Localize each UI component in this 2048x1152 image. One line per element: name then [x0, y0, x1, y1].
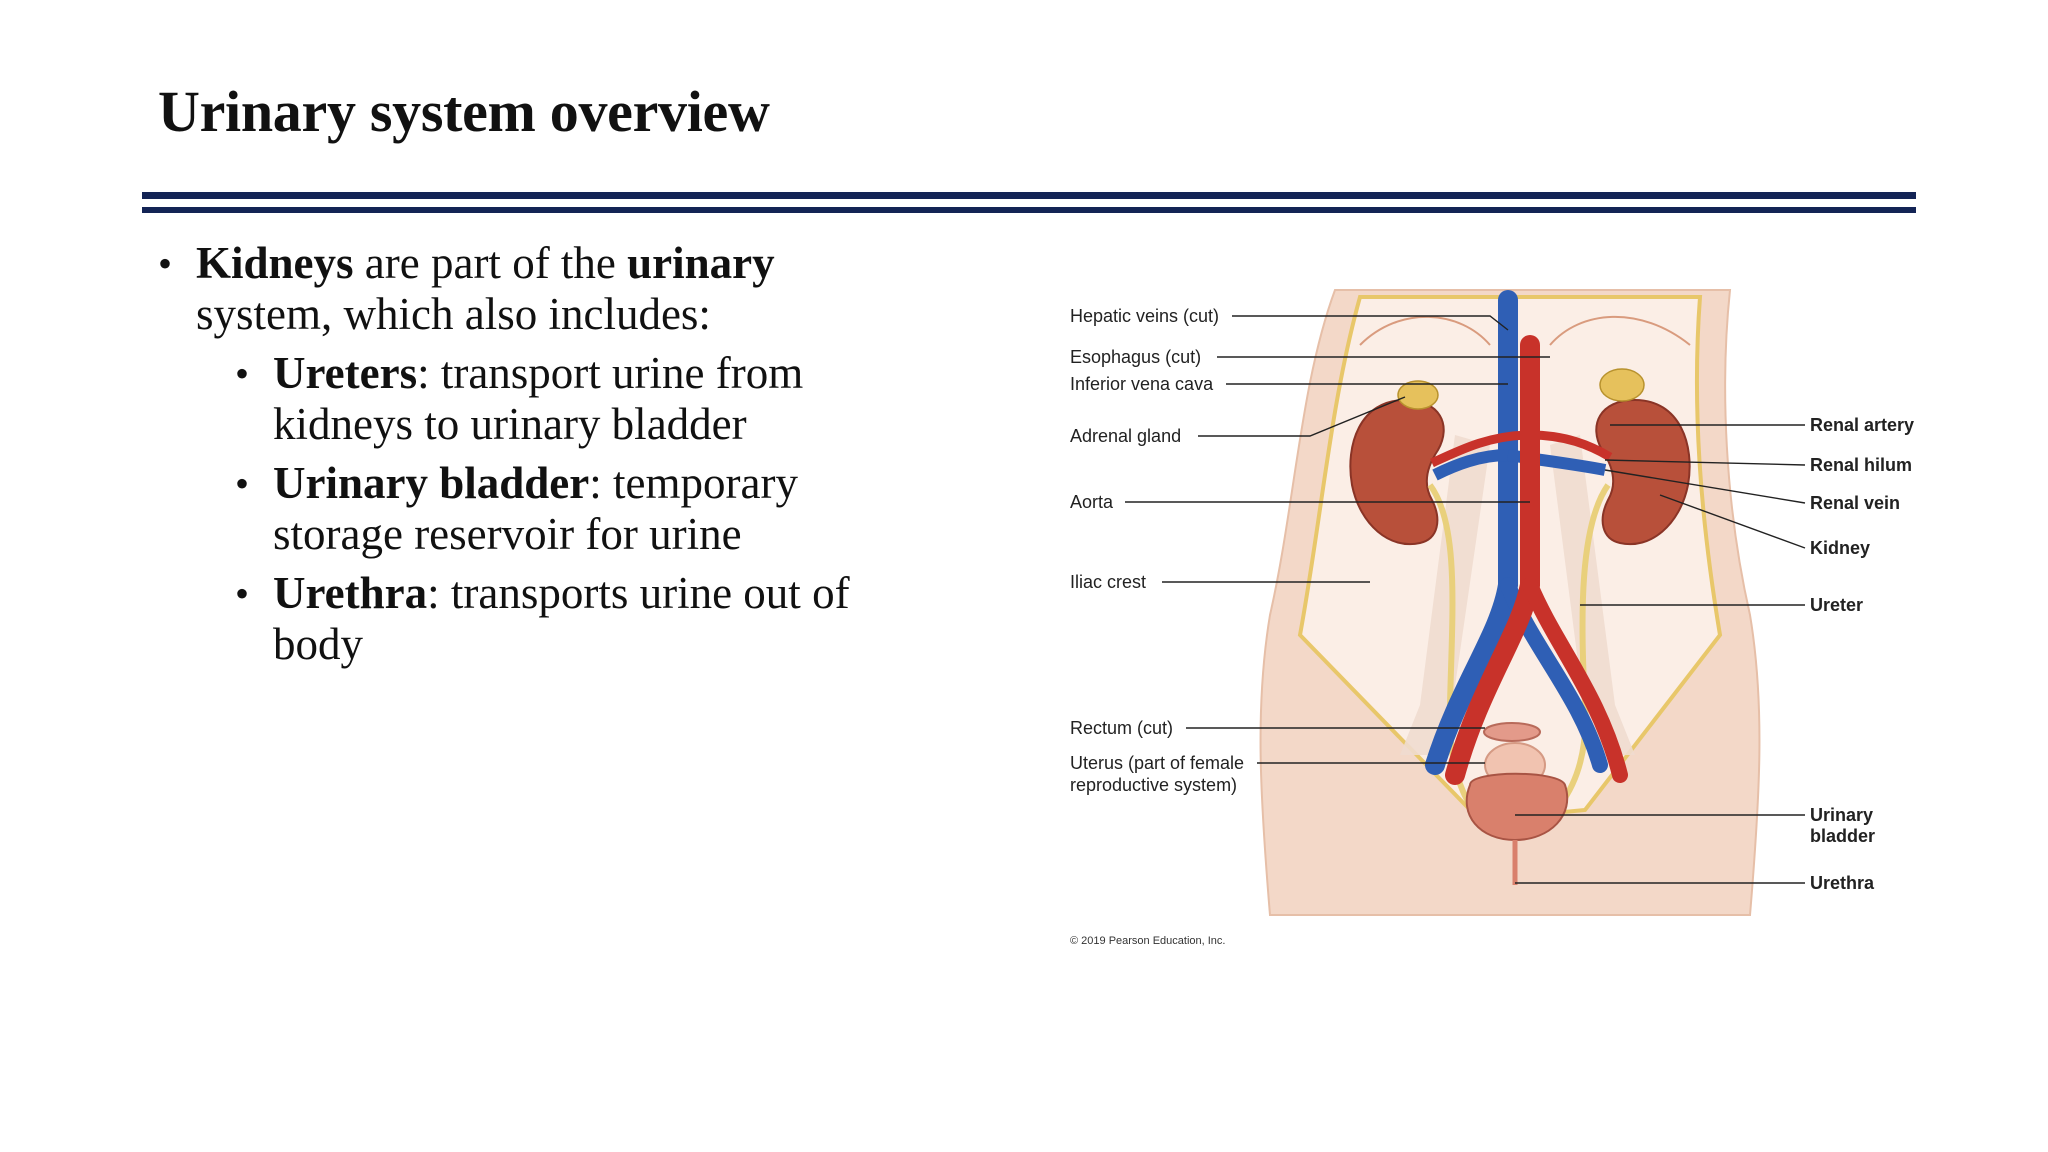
label-adrenal-gland: Adrenal gland	[1070, 426, 1181, 446]
label-inferior-vena-cava: Inferior vena cava	[1070, 374, 1214, 394]
sub-bullet-term: Urethra	[273, 568, 428, 618]
urinary-system-illustration: Hepatic veins (cut) Esophagus (cut) Infe…	[1070, 289, 1914, 947]
kidney-left	[1349, 398, 1445, 546]
adrenal-gland-left	[1397, 380, 1439, 410]
label-ureter: Ureter	[1810, 595, 1863, 615]
leader-renal-hilum	[1604, 459, 1806, 466]
label-iliac-crest: Iliac crest	[1070, 572, 1146, 592]
renal-artery-right	[1529, 430, 1613, 461]
bullet-icon: •	[235, 351, 250, 396]
bullet-icon: •	[235, 461, 250, 506]
title-divider-thick	[142, 192, 1916, 199]
sub-bullet-ureters: • Ureters: transport urine from kidneys …	[158, 348, 858, 450]
bullet-list: • Kidneys are part of the urinary system…	[158, 238, 858, 670]
label-renal-artery: Renal artery	[1810, 415, 1914, 435]
kidney-right	[1595, 398, 1691, 546]
sub-bullet-term: Ureters	[273, 348, 418, 398]
renal-vein-left	[1432, 449, 1509, 481]
term-kidneys: Kidneys	[196, 238, 354, 288]
psoas-muscle-left	[1400, 435, 1490, 755]
diaphragm-right	[1549, 315, 1691, 346]
sub-bullet-desc: : temporary storage reservoir for urine	[273, 458, 798, 559]
intro-text-1: are part of the	[353, 238, 628, 288]
leader-hepatic-veins	[1232, 315, 1509, 331]
sub-bullet-term: Urinary bladder	[273, 458, 590, 508]
leader-renal-vein	[1604, 469, 1806, 504]
bullet-icon: •	[158, 241, 173, 286]
renal-artery-left	[1430, 430, 1531, 468]
label-urinary-bladder-line1: Urinary	[1810, 805, 1873, 825]
psoas-muscle-right	[1550, 435, 1635, 755]
rectum	[1483, 722, 1541, 742]
sub-bullet-urinary-bladder: • Urinary bladder: temporary storage res…	[158, 458, 858, 560]
term-urinary: urinary	[627, 238, 775, 288]
label-uterus-line2: reproductive system)	[1070, 775, 1237, 795]
adrenal-gland-right	[1599, 368, 1645, 402]
sub-bullet-desc: : transport urine from kidneys to urinar…	[273, 348, 804, 449]
bullet-item-kidneys: • Kidneys are part of the urinary system…	[158, 238, 858, 340]
bullet-icon: •	[235, 571, 250, 616]
label-esophagus: Esophagus (cut)	[1070, 347, 1201, 367]
title-divider-thin	[142, 207, 1916, 213]
label-renal-vein: Renal vein	[1810, 493, 1900, 513]
iliac-artery-right	[1522, 577, 1628, 783]
label-hepatic-veins: Hepatic veins (cut)	[1070, 306, 1219, 326]
label-kidney: Kidney	[1810, 538, 1870, 558]
label-aorta: Aorta	[1070, 492, 1114, 512]
label-rectum: Rectum (cut)	[1070, 718, 1173, 738]
label-urethra: Urethra	[1810, 873, 1875, 893]
label-renal-hilum: Renal hilum	[1810, 455, 1912, 475]
intro-text-2: system, which also includes:	[196, 289, 711, 339]
slide-title: Urinary system overview	[158, 79, 770, 144]
diaphragm-left	[1359, 315, 1491, 346]
sub-bullet-urethra: • Urethra: transports urine out of body	[158, 568, 858, 670]
label-urinary-bladder-line2: bladder	[1810, 826, 1875, 846]
renal-vein-right	[1507, 449, 1607, 476]
sub-bullet-desc: : transports urine out of body	[273, 568, 850, 669]
copyright-notice: © 2019 Pearson Education, Inc.	[1070, 935, 1225, 947]
leader-adrenal-gland	[1198, 396, 1406, 437]
urinary-bladder	[1465, 772, 1569, 842]
leader-kidney	[1659, 494, 1806, 549]
label-uterus-line1: Uterus (part of female	[1070, 753, 1244, 773]
